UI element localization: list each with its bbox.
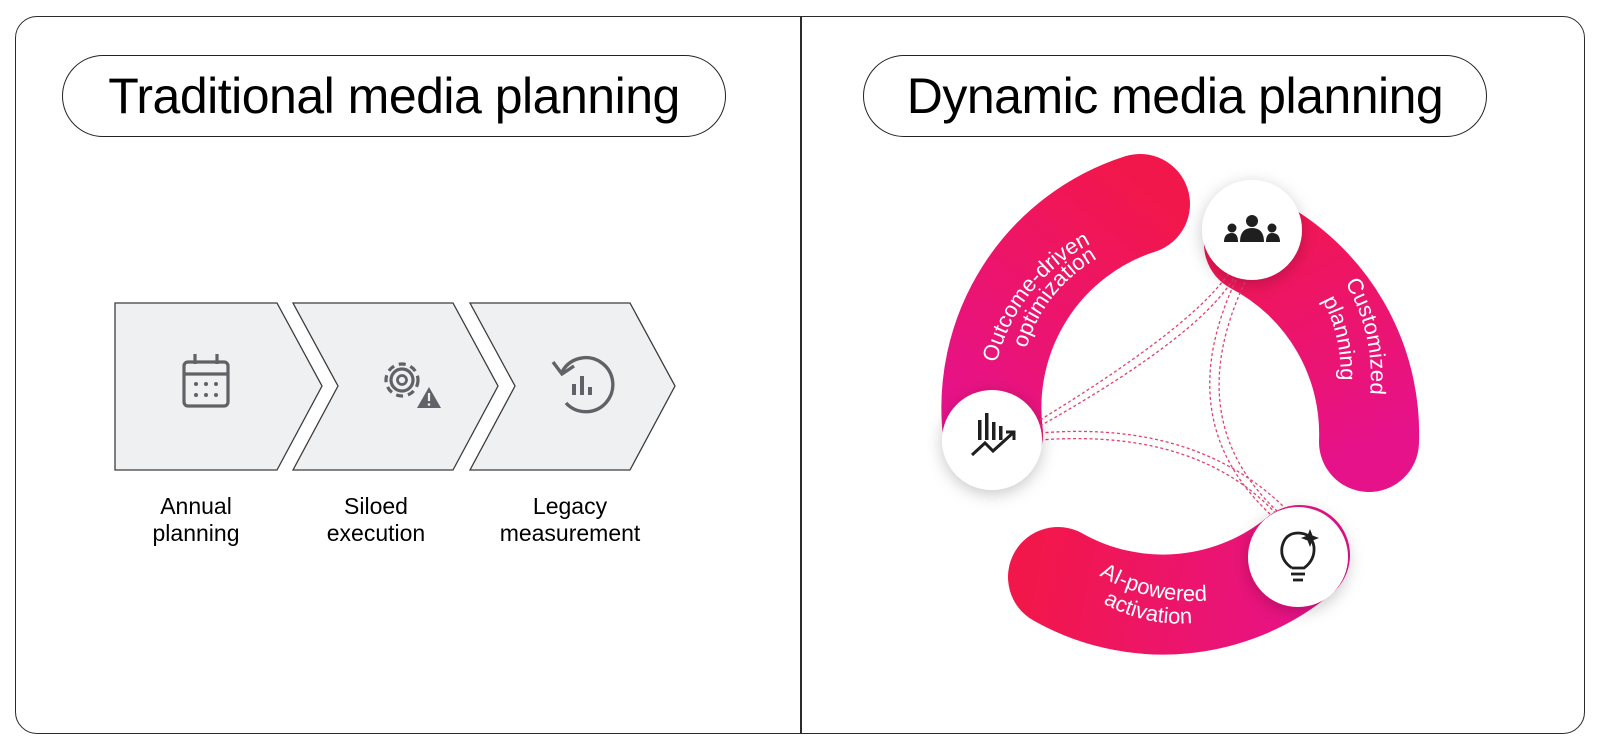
icon-circle-team <box>1202 180 1302 280</box>
step-label-legacy: Legacy measurement <box>499 493 641 546</box>
history-chart-icon <box>551 355 615 414</box>
team-icon <box>1224 215 1280 242</box>
icon-circle-lightbulb <box>1248 507 1348 607</box>
step-label-siloed: Siloed execution <box>326 493 426 546</box>
chevron-step-1 <box>114 302 323 471</box>
panel-divider <box>800 16 802 734</box>
lightbulb-sparkle-icon <box>1280 529 1319 582</box>
chevron-step-2 <box>291 302 499 471</box>
calendar-icon <box>182 354 230 408</box>
icon-circle-chart <box>942 390 1042 490</box>
dynamic-title-pill: Dynamic media planning <box>863 55 1487 137</box>
traditional-title-pill: Traditional media planning <box>62 55 726 137</box>
chart-trend-icon <box>970 413 1016 457</box>
step-label-annual: Annual planning <box>152 493 240 546</box>
dashed-connectors <box>1039 267 1291 519</box>
gear-warning-icon <box>384 362 441 408</box>
dynamic-title: Dynamic media planning <box>906 68 1444 124</box>
traditional-title: Traditional media planning <box>108 68 680 124</box>
